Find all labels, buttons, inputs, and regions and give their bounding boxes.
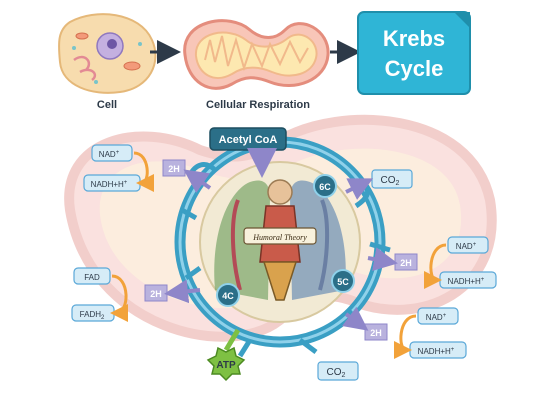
twoh-label-left2: 2H	[150, 289, 162, 299]
purple-arrow-left2	[164, 279, 201, 304]
twoh-box-left1	[162, 159, 186, 177]
badge-4c-label: 4C	[222, 291, 234, 301]
badge-6c-label: 6C	[319, 182, 331, 192]
resp-label: Cellular Respiration	[206, 99, 310, 111]
orange-arrow-left1	[133, 151, 155, 192]
twoh-label-right1: 2H	[400, 258, 412, 268]
fadh-label: FADH2	[80, 310, 105, 321]
title-line2: Cycle	[385, 56, 444, 81]
nad-label-right1: NAD+	[456, 242, 477, 251]
twoh-label-left1: 2H	[168, 164, 180, 174]
cell-illustration	[58, 13, 157, 94]
purple-arrow-right2	[342, 306, 369, 331]
nad-box-left	[91, 144, 133, 162]
nadh-label-right2: NADH+H+	[418, 347, 455, 356]
co2-label-bottom: CO2	[327, 367, 346, 379]
nad-box-right2	[417, 307, 459, 325]
purple-arrow-right1	[367, 247, 398, 271]
nad-label-left: NAD+	[99, 150, 120, 159]
fad-box	[73, 267, 111, 285]
title-card	[357, 11, 471, 95]
badge-4c	[216, 283, 240, 307]
orange-arrow-right1	[423, 243, 447, 289]
title-line1: Krebs	[383, 26, 445, 51]
humoral-scroll: Humoral Theory	[252, 233, 307, 242]
twoh-box-right2	[364, 323, 388, 341]
badge-6c	[313, 174, 337, 198]
atp-arrow	[223, 328, 241, 352]
co2-box-bottom	[317, 361, 359, 381]
badge-5c	[331, 269, 355, 293]
acetyl-coa-label: Acetyl CoA	[219, 134, 278, 146]
cell-label: Cell	[97, 99, 117, 111]
co2-arrow-top	[345, 178, 374, 200]
purple-arrow-left1	[183, 169, 212, 194]
orange-arrow-left2	[110, 274, 129, 322]
nadh-label-right1: NADH+H+	[448, 277, 485, 286]
twoh-label-right2: 2H	[370, 328, 382, 338]
nad-box-right1	[447, 236, 489, 254]
humoral-illustration	[199, 161, 361, 323]
nad-label-right2: NAD+	[426, 313, 447, 322]
mitochondrion-illustration	[183, 19, 330, 90]
atp-badge	[206, 346, 246, 382]
orange-arrow-right2	[393, 314, 417, 359]
fad-label: FAD	[84, 273, 100, 282]
nadh-label-left: NADH+H+	[91, 180, 128, 189]
badge-5c-label: 5C	[337, 277, 349, 287]
co2-label-top: CO2	[381, 175, 400, 187]
atp-label: ATP	[216, 360, 236, 371]
